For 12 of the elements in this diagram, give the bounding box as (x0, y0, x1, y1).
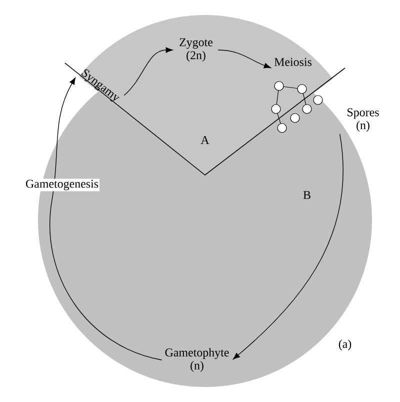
arrow (232, 134, 344, 360)
edge-label: Gametogenesis (26, 180, 98, 190)
stage-label: Gametophyte (n) (165, 348, 229, 372)
region-label: A (200, 136, 210, 144)
stage-label: Meiosis (274, 58, 312, 66)
stage-label: Spores (n) (348, 108, 379, 132)
arrow (218, 50, 271, 68)
arrow (50, 78, 162, 360)
stage-label: Zygote (2n) (180, 38, 213, 62)
region-label: B (303, 191, 310, 199)
region-label: (a) (338, 340, 352, 350)
arrow (124, 47, 173, 96)
